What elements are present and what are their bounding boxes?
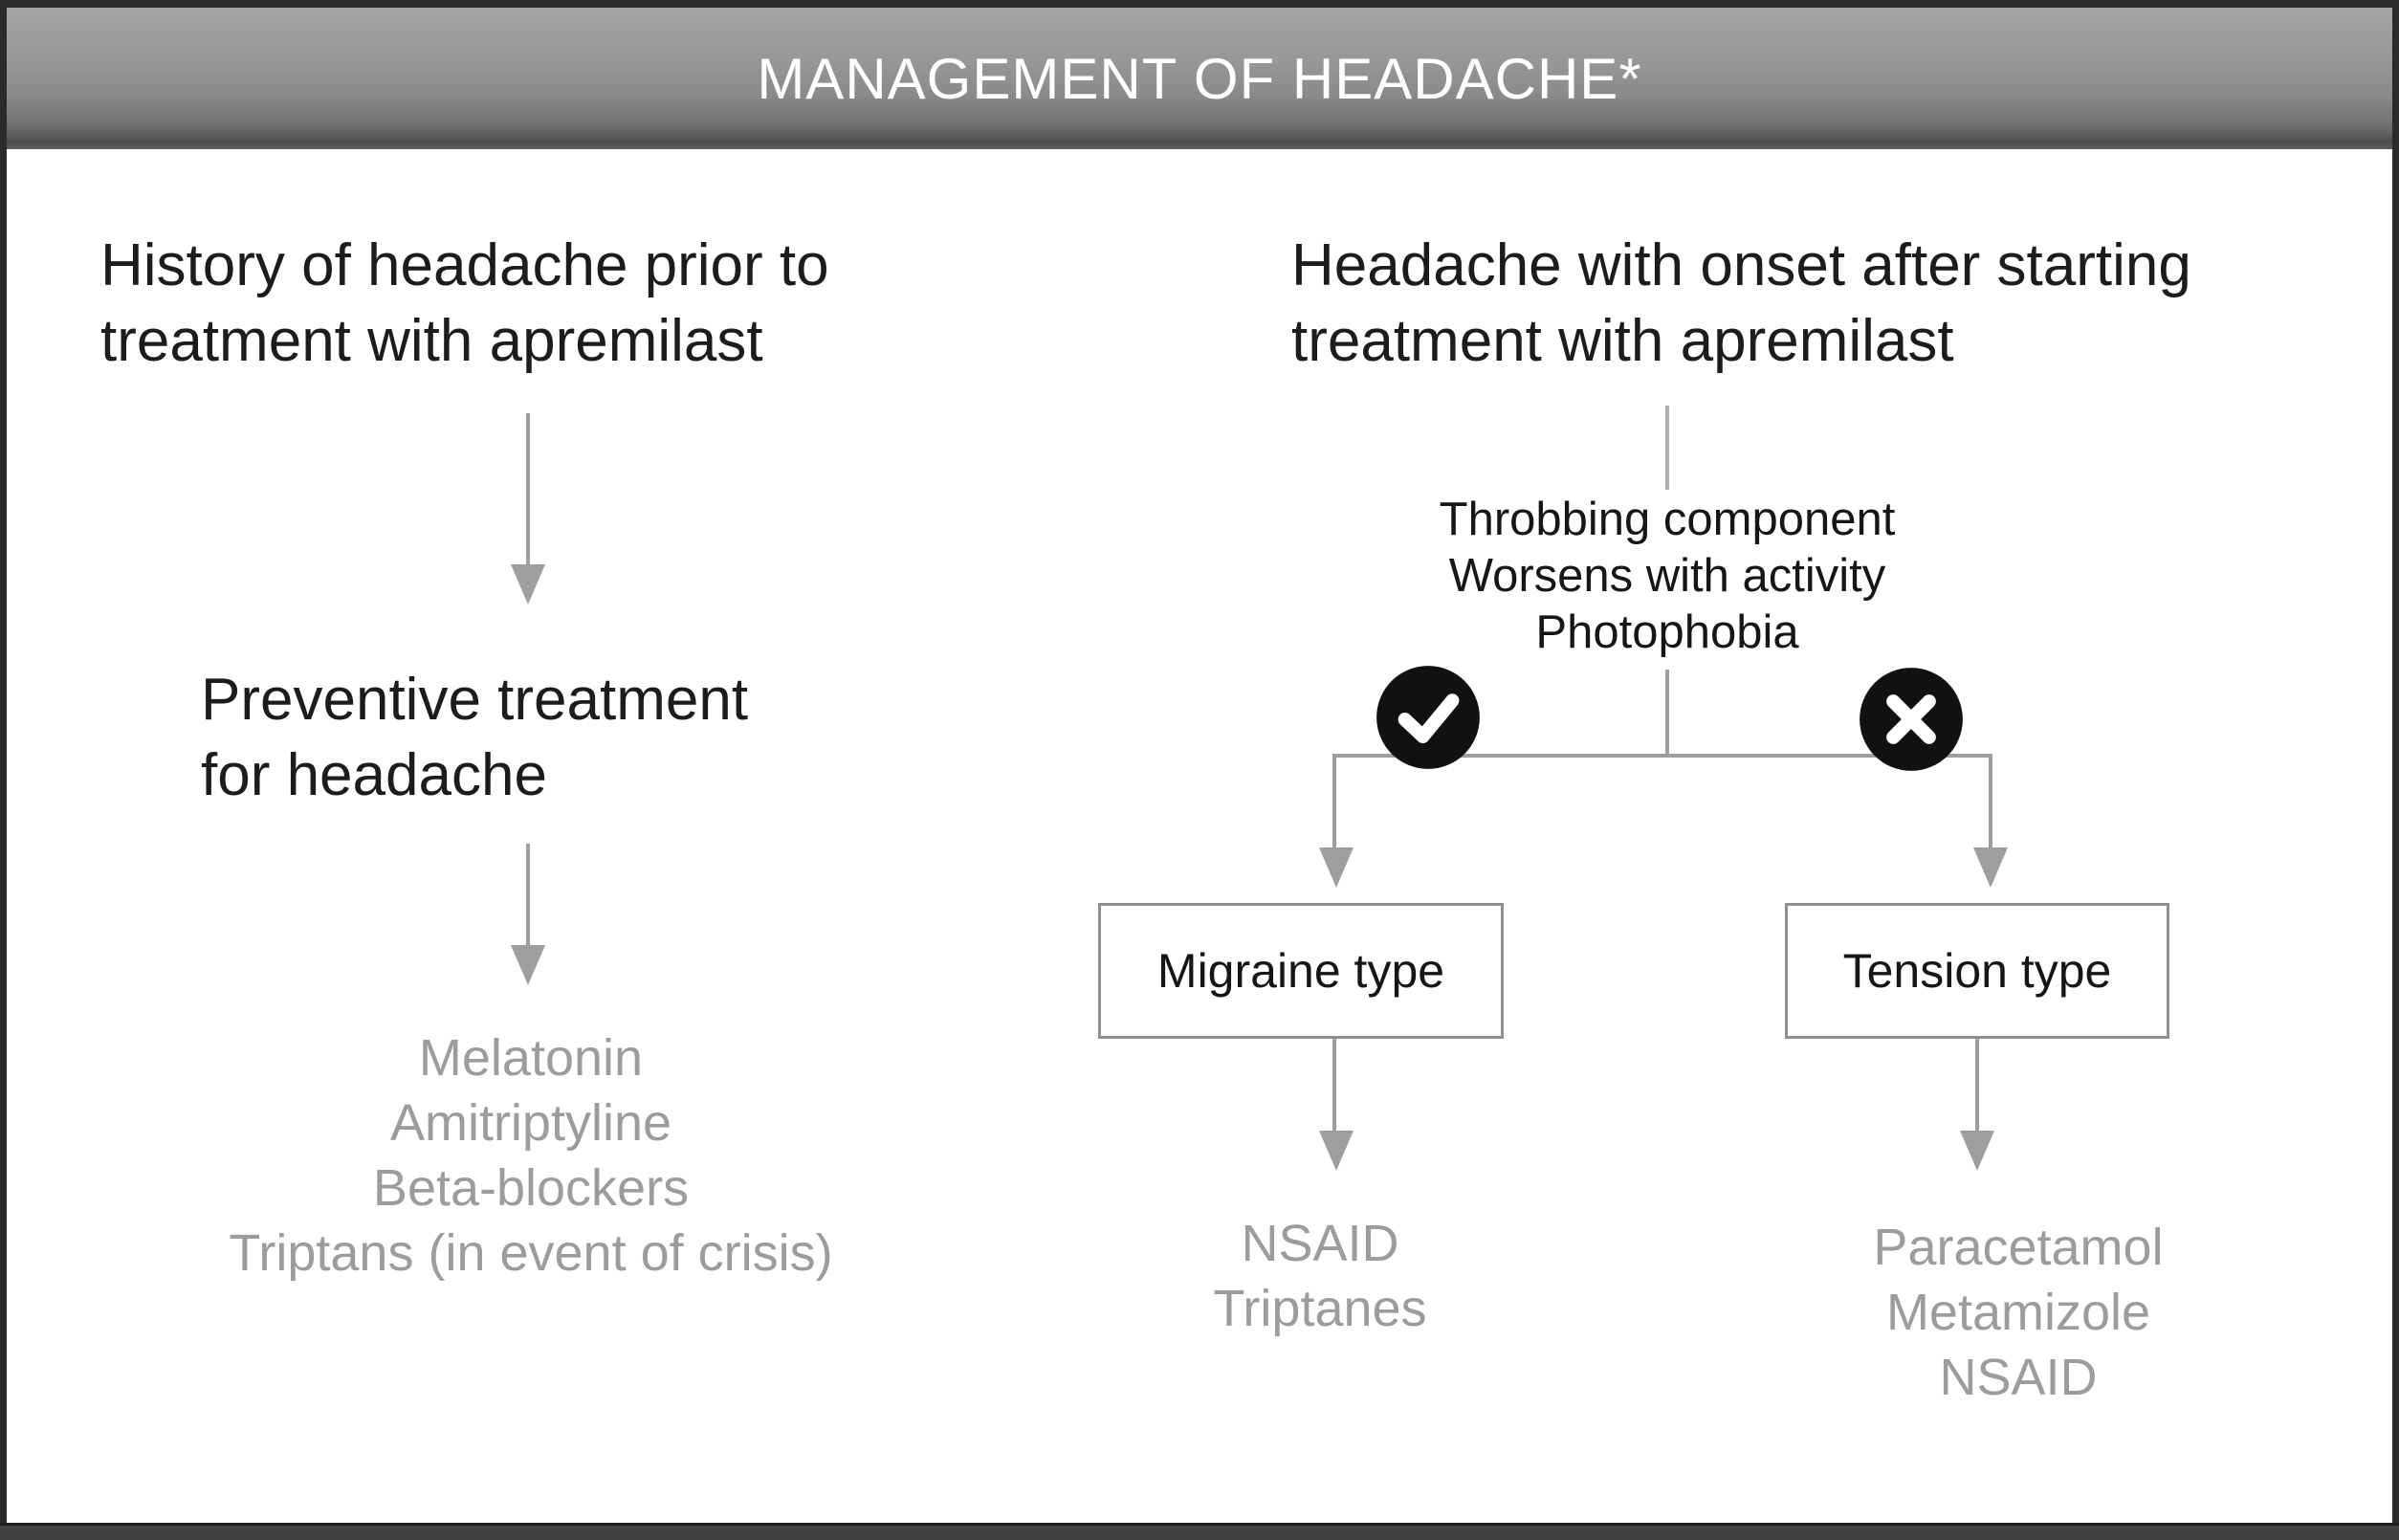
onset-after-heading-line2: treatment with apremilast (1291, 308, 1954, 374)
treatment-item: NSAID (1241, 1215, 1399, 1272)
treatment-item: Paracetamol (1873, 1219, 2164, 1276)
history-headache-heading-line1: History of headache prior to (100, 232, 829, 298)
tension-treatments-list: Paracetamol Metamizole NSAID (1808, 1215, 2229, 1410)
preventive-treatments-list: Melatonin Amitriptyline Beta-blockers Tr… (143, 1025, 918, 1286)
treatment-item: Beta-blockers (372, 1159, 690, 1217)
migraine-exit-line (1332, 1039, 1336, 1134)
right-connector-mid-line (1665, 670, 1669, 758)
migraine-type-label: Migraine type (1156, 944, 1445, 998)
check-icon (1376, 665, 1481, 770)
right-connector-top-line (1665, 406, 1669, 490)
treatment-item: Melatonin (418, 1029, 644, 1087)
treatment-item: Triptans (in event of crisis) (229, 1224, 833, 1282)
yes-branch-line (1332, 754, 1336, 851)
branch-horizontal-line (1332, 754, 1992, 758)
onset-after-heading-line1: Headache with onset after starting (1291, 232, 2191, 298)
preventive-treatment-heading-line1: Preventive treatment (201, 667, 749, 733)
tension-exit-arrow-head (1960, 1131, 1994, 1171)
page-title: MANAGEMENT OF HEADACHE* (757, 46, 1642, 111)
treatment-item: Amitriptyline (389, 1094, 672, 1152)
migraine-type-box: Migraine type (1098, 903, 1504, 1039)
no-branch-line (1989, 754, 1992, 851)
left-arrow-1-head (511, 564, 545, 605)
criteria-line: Photophobia (1535, 606, 1799, 658)
left-arrow-2-head (511, 945, 545, 985)
no-branch-arrow-head (1973, 847, 2008, 888)
criteria-block: Throbbing component Worsens with activit… (1380, 492, 1954, 661)
tension-type-box: Tension type (1785, 903, 2169, 1039)
left-arrow-2-line (526, 844, 530, 947)
frame-top-border (0, 0, 2399, 8)
yes-branch-arrow-head (1319, 847, 1354, 888)
tension-exit-line (1975, 1039, 1979, 1134)
migraine-exit-arrow-head (1319, 1131, 1354, 1171)
criteria-line: Throbbing component (1439, 494, 1896, 545)
onset-after-heading: Headache with onset after starting treat… (1291, 228, 2191, 379)
migraine-treatments-list: NSAID Triptanes (1129, 1211, 1511, 1341)
header-band: MANAGEMENT OF HEADACHE* (7, 8, 2392, 149)
treatment-item: Triptanes (1213, 1280, 1427, 1337)
cross-icon (1859, 667, 1964, 772)
treatment-item: Metamizole (1885, 1284, 2151, 1341)
left-arrow-1-line (526, 413, 530, 566)
frame-right-border (2392, 0, 2399, 1540)
preventive-treatment-heading: Preventive treatment for headache (201, 662, 748, 813)
frame-bottom-border (0, 1523, 2399, 1540)
treatment-item: NSAID (1939, 1349, 2098, 1406)
history-headache-heading-line2: treatment with apremilast (100, 308, 763, 374)
preventive-treatment-heading-line2: for headache (201, 742, 547, 808)
tension-type-label: Tension type (1842, 944, 2112, 998)
criteria-line: Worsens with activity (1448, 550, 1886, 602)
frame-left-border (0, 0, 7, 1540)
history-headache-heading: History of headache prior to treatment w… (100, 228, 829, 379)
